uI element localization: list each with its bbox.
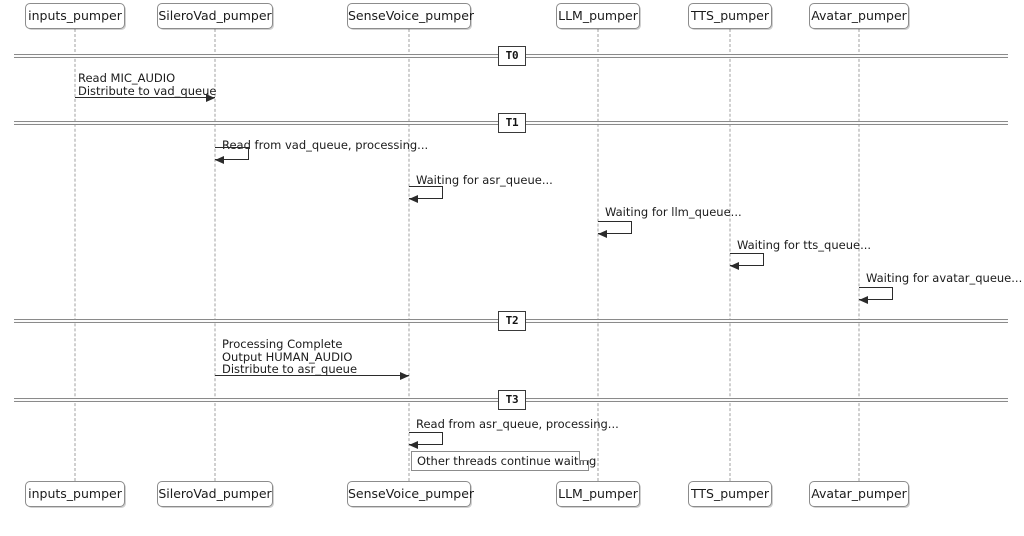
arrow-head-m7 [400,371,409,380]
message-label-m2: Read from vad_queue, processing... [222,139,428,152]
message-label-line: Processing Complete [222,337,343,351]
message-label-m4: Waiting for llm_queue... [605,206,742,219]
divider-label-t3: T3 [498,390,526,410]
arrow-head-m2 [215,156,224,164]
participant-top-inputs[interactable]: inputs_pumper [25,3,125,29]
message-line-m1 [75,97,215,98]
message-label-m5: Waiting for tts_queue... [737,239,871,252]
message-line-m7 [215,375,409,376]
participant-top-avatar[interactable]: Avatar_pumper [809,3,909,29]
participant-bottom-sensevoice[interactable]: SenseVoice_pumper [347,481,474,507]
message-label-m3: Waiting for asr_queue... [416,174,553,187]
lifeline-llm [597,29,599,481]
participant-top-silerovad[interactable]: SileroVad_pumper [157,3,273,29]
self-loop-m2 [215,147,249,160]
self-loop-m6 [859,287,893,300]
participant-top-sensevoice[interactable]: SenseVoice_pumper [347,3,474,29]
arrow-head-m8 [409,441,418,449]
note-note1: Other threads continue waiting [411,451,596,471]
message-label-m8: Read from asr_queue, processing... [416,418,619,431]
participant-bottom-llm[interactable]: LLM_pumper [556,481,640,507]
message-label-line: Waiting for avatar_queue... [866,271,1023,285]
self-loop-m4 [598,221,632,234]
lifeline-sensevoice [408,29,410,481]
note-fold-corner-icon [579,451,589,461]
divider-label-t0: T0 [498,46,526,66]
arrow-head-m6 [859,296,868,304]
message-label-line: Waiting for asr_queue... [416,173,553,187]
lifeline-inputs [74,29,76,481]
participant-top-tts[interactable]: TTS_pumper [688,3,772,29]
participant-bottom-avatar[interactable]: Avatar_pumper [809,481,909,507]
message-label-line: Output HUMAN_AUDIO [222,349,353,364]
message-label-line: Read from vad_queue, processing... [222,138,429,152]
divider-label-t1: T1 [498,113,526,133]
note-text: Other threads continue waiting [417,454,597,468]
participant-bottom-tts[interactable]: TTS_pumper [688,481,772,507]
arrow-head-m3 [409,195,418,203]
message-label-line: Read MIC_AUDIO [78,71,176,85]
arrow-head-m1 [206,93,215,102]
arrow-head-m4 [598,230,607,238]
participant-top-llm[interactable]: LLM_pumper [556,3,640,29]
divider-label-t2: T2 [498,311,526,331]
lifeline-tts [729,29,731,481]
message-label-line: Waiting for tts_queue... [737,238,872,252]
participant-bottom-inputs[interactable]: inputs_pumper [25,481,125,507]
participant-bottom-silerovad[interactable]: SileroVad_pumper [157,481,273,507]
self-loop-m8 [409,432,443,445]
message-label-line: Waiting for llm_queue... [605,205,742,219]
lifeline-avatar [858,29,860,481]
message-label-line: Distribute to asr_queue [222,362,358,377]
self-loop-m3 [409,186,443,199]
lifeline-silerovad [214,29,216,481]
self-loop-m5 [730,253,764,266]
arrow-head-m5 [730,262,739,270]
message-label-m6: Waiting for avatar_queue... [866,272,1022,285]
message-label-line: Read from asr_queue, processing... [416,417,619,431]
message-label-line: Distribute to vad_queue [78,83,217,98]
